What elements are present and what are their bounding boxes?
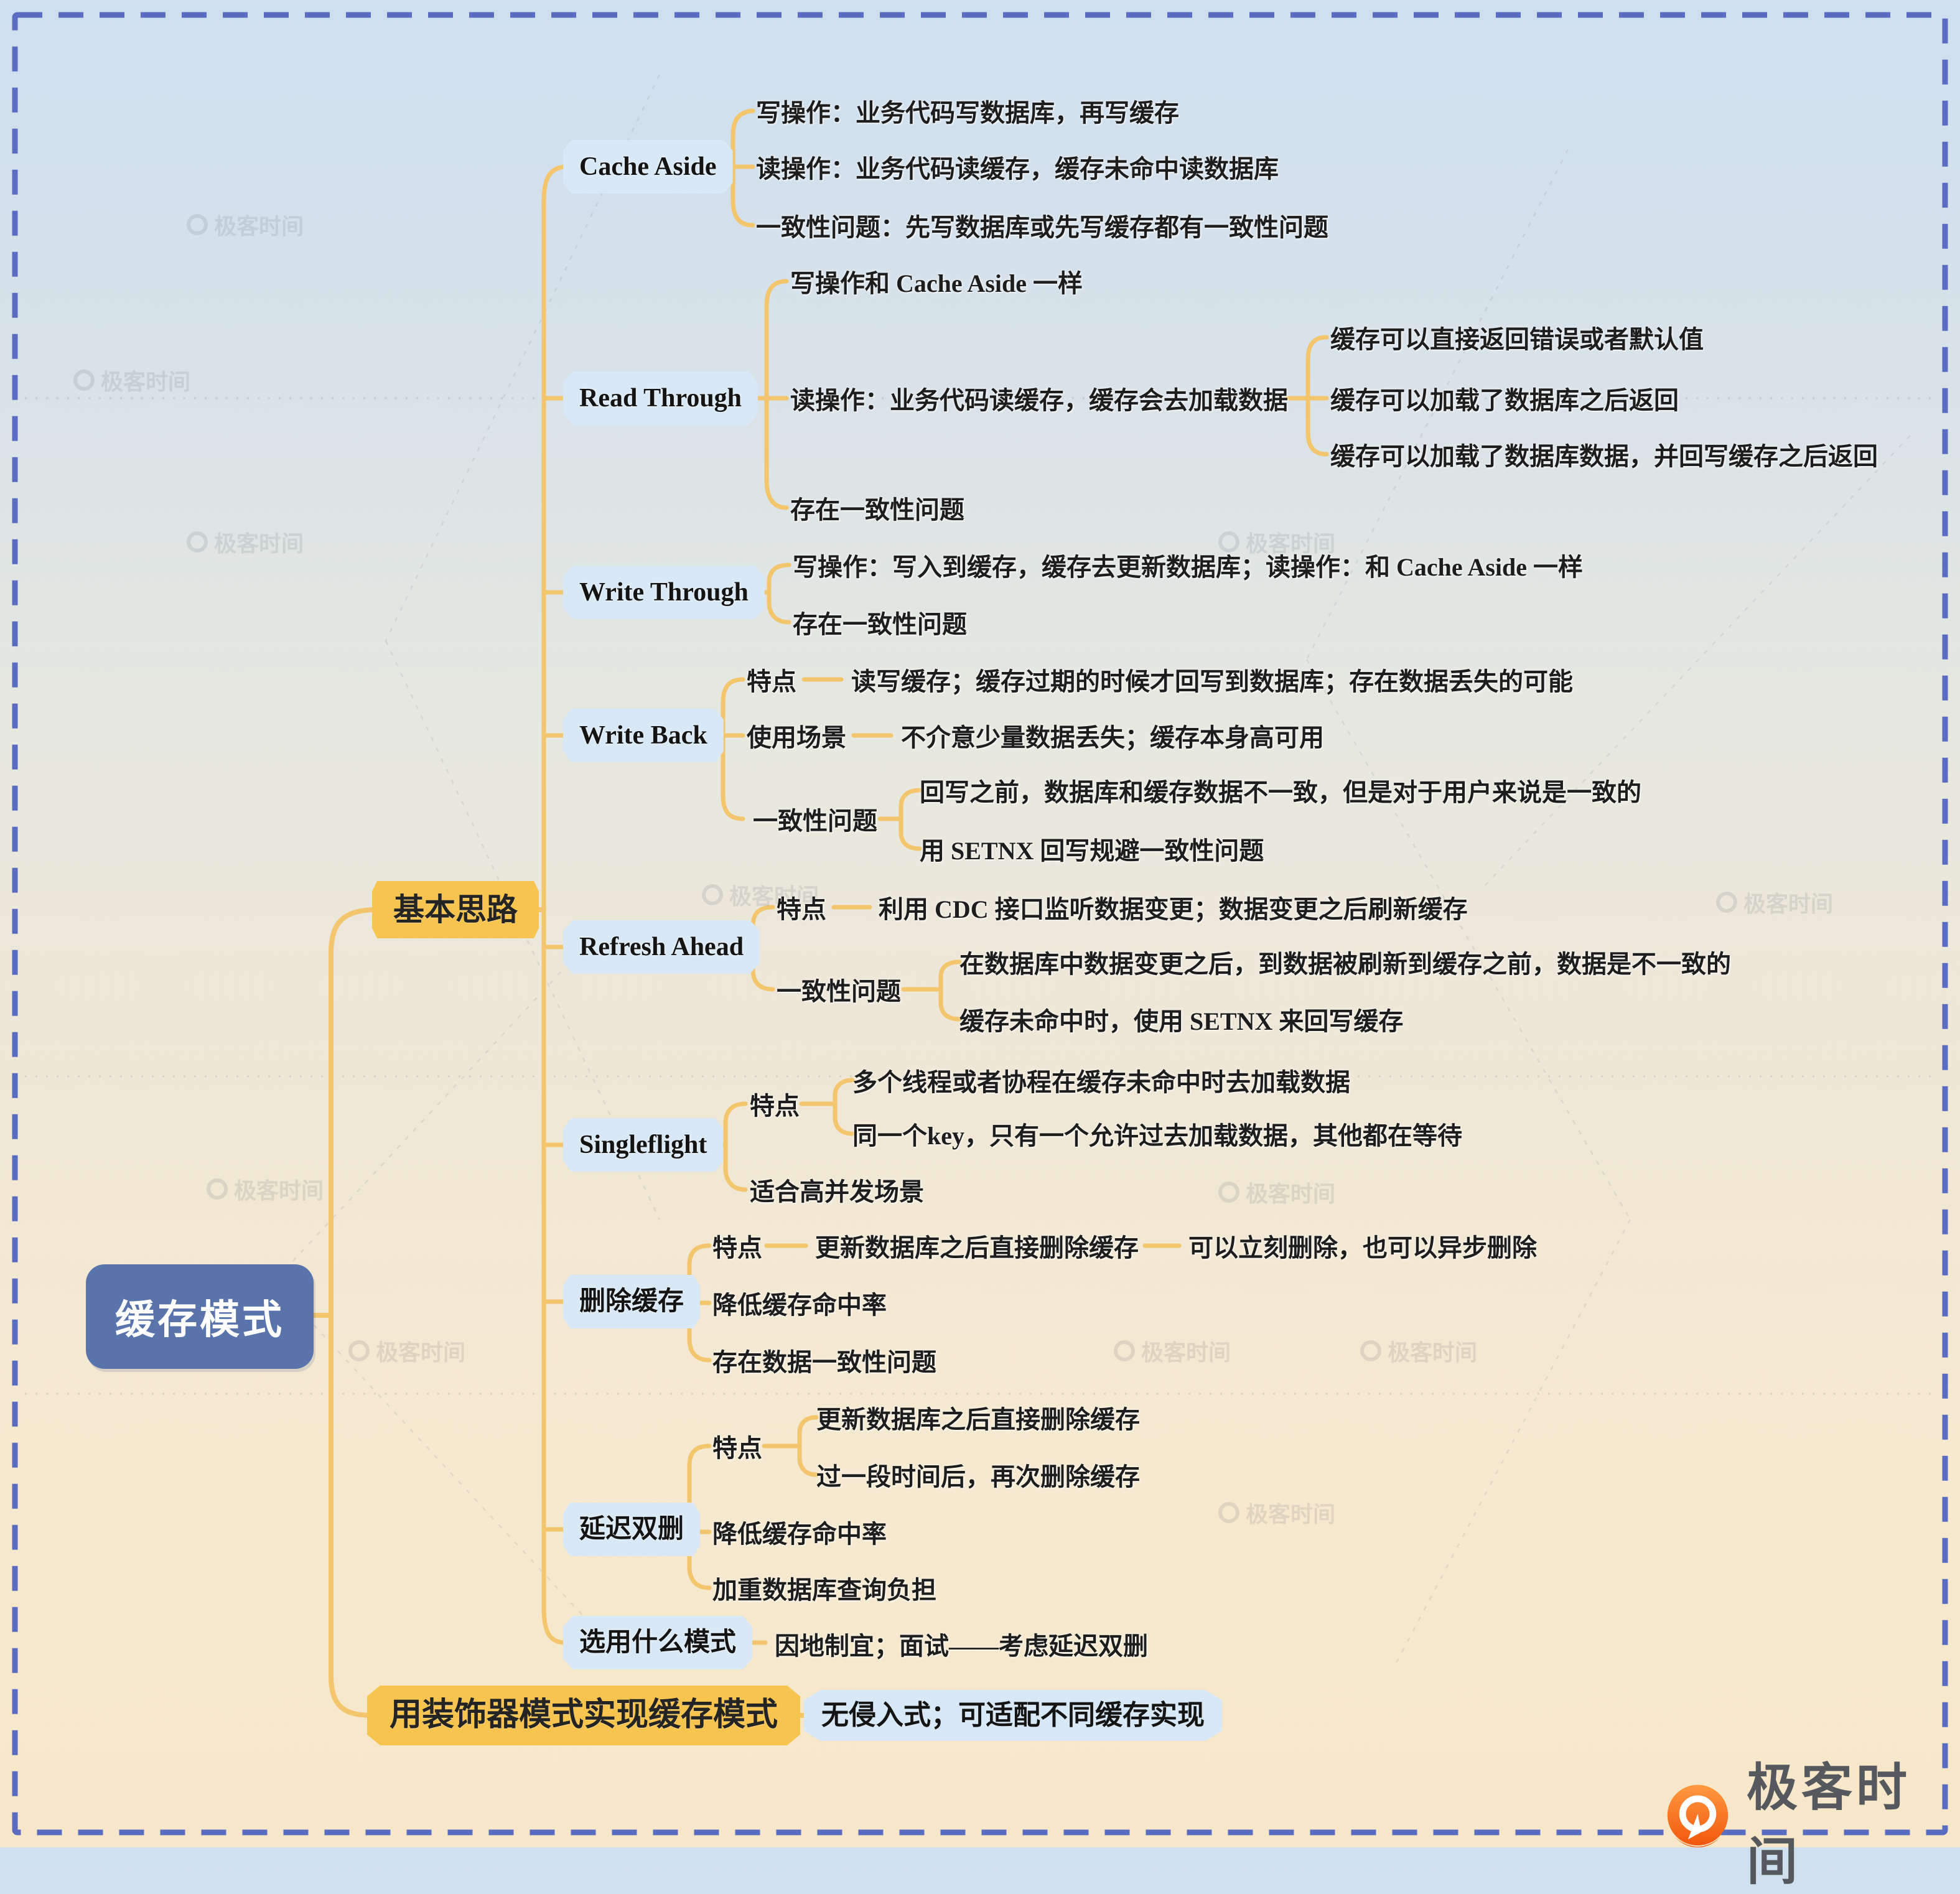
node-ra-consistency-1[interactable]: 在数据库中数据变更之后，到数据被刷新到缓存之前，数据是不一致的 [959,950,1731,978]
node-read-through[interactable]: Read Through [563,371,758,425]
node-write-back[interactable]: Write Back [563,709,724,762]
watermark: 极客时间 [1218,1496,1335,1529]
node-sf-feature-label[interactable]: 特点 [750,1092,800,1120]
node-sf-scenario[interactable]: 适合高并发场景 [750,1178,924,1206]
node-wb-feature-text[interactable]: 读写缓存；缓存过期的时候才回写到数据库；存在数据丢失的可能 [851,668,1573,696]
watermark-icon [187,531,208,553]
watermark: 极客时间 [1218,526,1335,558]
node-ra-consistency-label[interactable]: 一致性问题 [777,977,901,1005]
node-rt-write[interactable]: 写操作和 Cache Aside 一样 [790,269,1083,297]
node-dc-feature-text[interactable]: 更新数据库之后直接删除缓存 [815,1234,1139,1262]
node-wb-scenario-text[interactable]: 不介意少量数据丢失；缓存本身高可用 [901,724,1324,752]
geektime-logo-icon [1667,1784,1729,1847]
node-wb-feature-label[interactable]: 特点 [747,668,796,696]
node-rt-read-opt2[interactable]: 缓存可以加载了数据库之后返回 [1330,386,1679,414]
watermark: 极客时间 [1360,1335,1477,1367]
node-delete-cache[interactable]: 删除缓存 [563,1275,701,1328]
watermark-icon [1218,1502,1239,1523]
watermark: 极客时间 [1114,1335,1231,1367]
node-write-through[interactable]: Write Through [563,566,765,619]
watermark: 极客时间 [1218,1176,1335,1208]
node-refresh-ahead[interactable]: Refresh Ahead [563,920,760,974]
node-wb-consistency-label[interactable]: 一致性问题 [753,807,877,835]
node-dc-feature-note[interactable]: 可以立刻删除，也可以异步删除 [1188,1234,1537,1262]
node-rt-consistency[interactable]: 存在一致性问题 [790,496,964,524]
watermark: 极客时间 [348,1335,465,1367]
geektime-brand: 极客时间 [1663,1746,1960,1894]
node-ca-consistency[interactable]: 一致性问题：先写数据库或先写缓存都有一致性问题 [756,213,1328,241]
node-ra-feature-label[interactable]: 特点 [777,895,826,923]
node-ca-write[interactable]: 写操作：业务代码写数据库，再写缓存 [756,99,1179,127]
branch-node-decorator-pattern[interactable]: 用装饰器模式实现缓存模式 [367,1686,801,1745]
node-ra-consistency-2[interactable]: 缓存未命中时，使用 SETNX 来回写缓存 [959,1007,1404,1035]
watermark-icon [1218,1182,1239,1203]
watermark: 极客时间 [187,208,304,241]
node-dc-hit-rate[interactable]: 降低缓存命中率 [712,1291,887,1319]
watermark-icon [1218,531,1239,553]
watermark: 极客时间 [207,1173,324,1205]
node-dd-hit-rate[interactable]: 降低缓存命中率 [712,1520,887,1548]
watermark: 极客时间 [1716,886,1833,918]
node-dd-feature-1[interactable]: 更新数据库之后直接删除缓存 [816,1406,1140,1434]
node-sf-feature-2[interactable]: 同一个key，只有一个允许过去加载数据，其他都在等待 [852,1122,1462,1150]
node-wb-scenario-label[interactable]: 使用场景 [747,724,846,752]
node-ca-read[interactable]: 读操作：业务代码读缓存，缓存未命中读数据库 [756,155,1279,183]
watermark-icon [207,1178,228,1200]
node-dc-feature-label[interactable]: 特点 [712,1234,762,1262]
watermark-icon [348,1340,370,1361]
node-dd-feature-2[interactable]: 过一段时间后，再次删除缓存 [816,1463,1140,1491]
node-delayed-double-delete[interactable]: 延迟双删 [563,1503,701,1556]
mindmap-canvas: 极客时间 极客时间 极客时间 极客时间 极客时间 极客时间 极客时间 极客时间 … [12,12,1948,1890]
node-dd-db-load[interactable]: 加重数据库查询负担 [712,1576,936,1604]
watermark-icon [702,884,723,905]
node-ra-feature-text[interactable]: 利用 CDC 接口监听数据变更；数据变更之后刷新缓存 [879,895,1468,923]
branch-node-basic-ideas[interactable]: 基本思路 [372,881,539,938]
root-node-cache-patterns[interactable]: 缓存模式 [86,1264,314,1369]
watermark-icon [1360,1340,1381,1361]
watermark: 极客时间 [73,364,190,396]
node-wt-consistency[interactable]: 存在一致性问题 [793,610,967,638]
node-rt-read[interactable]: 读操作：业务代码读缓存，缓存会去加载数据 [790,386,1288,414]
node-rt-read-opt3[interactable]: 缓存可以加载了数据库数据，并回写缓存之后返回 [1330,442,1878,470]
watermark-icon [187,214,208,235]
watermark-icon [73,370,95,391]
geektime-brand-text: 极客时间 [1747,1760,1911,1890]
watermark-icon [1716,892,1737,913]
node-sf-feature-1[interactable]: 多个线程或者协程在缓存未命中时去加载数据 [852,1068,1350,1096]
node-dc-consistency[interactable]: 存在数据一致性问题 [712,1348,936,1376]
node-which-mode-advice[interactable]: 因地制宜；面试——考虑延迟双删 [775,1632,1148,1660]
watermark: 极客时间 [702,879,819,911]
watermark-icon [1114,1340,1135,1361]
node-cache-aside[interactable]: Cache Aside [563,140,733,194]
node-dd-feature-label[interactable]: 特点 [712,1434,762,1462]
node-wb-consistency-1[interactable]: 回写之前，数据库和缓存数据不一致，但是对于用户来说是一致的 [920,778,1641,806]
node-wt-ops[interactable]: 写操作：写入到缓存，缓存去更新数据库；读操作：和 Cache Aside 一样 [793,553,1583,581]
node-wb-consistency-2[interactable]: 用 SETNX 回写规避一致性问题 [920,837,1264,865]
node-which-mode[interactable]: 选用什么模式 [563,1616,753,1669]
watermark: 极客时间 [187,526,304,558]
node-singleflight[interactable]: Singleflight [563,1118,724,1172]
node-rt-read-opt1[interactable]: 缓存可以直接返回错误或者默认值 [1330,325,1704,353]
node-decorator-benefit[interactable]: 无侵入式；可适配不同缓存实现 [804,1690,1222,1741]
